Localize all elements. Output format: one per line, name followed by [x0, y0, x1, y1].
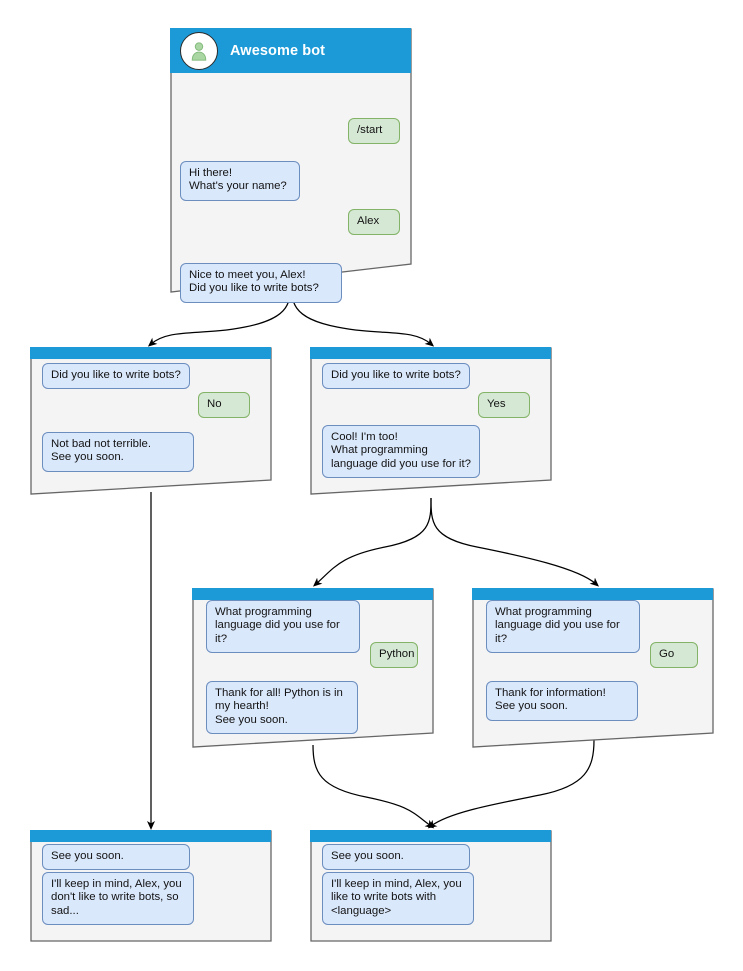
node-end-sad[interactable]: See you soon. I'll keep in mind, Alex, y…	[30, 830, 272, 942]
message-user: Python	[370, 642, 418, 669]
edge-yes-to-python	[313, 497, 432, 587]
message-bot: Did you like to write bots?	[322, 363, 470, 390]
node-root-titlebar: Awesome bot	[170, 28, 411, 73]
message-bot: Did you like to write bots?	[42, 363, 190, 390]
node-python-branch[interactable]: What programming language did you use fo…	[192, 588, 434, 748]
message-user: Yes	[478, 392, 530, 419]
message-bot: I'll keep in mind, Alex, you like to wri…	[322, 872, 474, 926]
node-root[interactable]: Awesome bot /start Hi there! What's your…	[170, 28, 412, 303]
message-bot: Cool! I'm too! What programming language…	[322, 425, 480, 479]
message-user: Alex	[348, 209, 400, 236]
message-user: No	[198, 392, 250, 419]
message-bot: What programming language did you use fo…	[486, 600, 640, 654]
node-end-happy[interactable]: See you soon. I'll keep in mind, Alex, y…	[310, 830, 552, 942]
message-bot: Not bad not terrible. See you soon.	[42, 432, 194, 472]
node-go-branch[interactable]: What programming language did you use fo…	[472, 588, 714, 748]
node-go-branch-titlebar	[472, 588, 713, 600]
message-bot: Thank for all! Python is in my hearth! S…	[206, 681, 358, 735]
user-avatar-icon	[180, 31, 218, 70]
bot-title: Awesome bot	[230, 42, 326, 59]
message-user: Go	[650, 642, 698, 669]
message-bot: Thank for information! See you soon.	[486, 681, 638, 721]
edge-yes-to-go	[430, 497, 599, 587]
node-no-branch[interactable]: Did you like to write bots? No Not bad n…	[30, 347, 272, 495]
edge-go-to-end-happy	[427, 739, 595, 829]
message-bot: What programming language did you use fo…	[206, 600, 360, 654]
edge-python-to-end-happy	[312, 744, 435, 829]
message-bot: Hi there! What's your name?	[180, 161, 300, 201]
message-user: /start	[348, 118, 400, 145]
message-bot: See you soon.	[42, 844, 190, 871]
node-python-branch-titlebar	[192, 588, 433, 600]
node-yes-branch-titlebar	[310, 347, 551, 359]
message-bot: I'll keep in mind, Alex, you don't like …	[42, 872, 194, 926]
node-end-sad-titlebar	[30, 830, 271, 842]
node-yes-branch[interactable]: Did you like to write bots? Yes Cool! I'…	[310, 347, 552, 495]
message-bot: Nice to meet you, Alex! Did you like to …	[180, 263, 342, 303]
node-no-branch-titlebar	[30, 347, 271, 359]
person-glyph	[191, 41, 207, 61]
node-end-happy-titlebar	[310, 830, 551, 842]
message-bot: See you soon.	[322, 844, 470, 871]
